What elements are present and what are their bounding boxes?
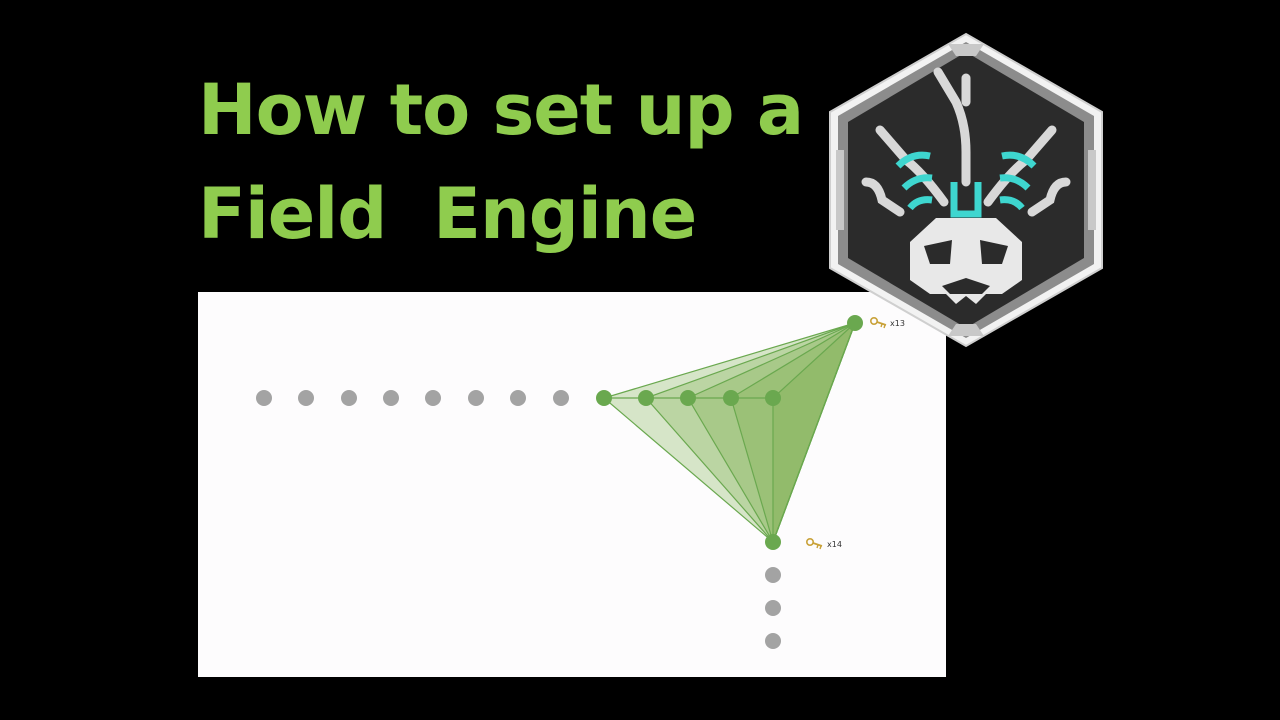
portal-gray bbox=[553, 390, 569, 406]
portal-gray bbox=[468, 390, 484, 406]
portal-green bbox=[723, 390, 739, 406]
anchor-bottom-keys-label: x14 bbox=[827, 540, 842, 549]
green-portals-row bbox=[596, 390, 781, 406]
link-line bbox=[772, 322, 856, 543]
portal-gray bbox=[256, 390, 272, 406]
portal-gray bbox=[341, 390, 357, 406]
portal-green bbox=[765, 390, 781, 406]
portal-green bbox=[680, 390, 696, 406]
anchor-portal-top bbox=[847, 315, 863, 331]
portal-gray bbox=[765, 567, 781, 583]
portal-green bbox=[638, 390, 654, 406]
anchor-portal-bottom bbox=[765, 534, 781, 550]
portal-gray bbox=[765, 633, 781, 649]
key-icon bbox=[869, 316, 887, 329]
diagram-panel: x13 x14 bbox=[198, 292, 946, 677]
portal-gray bbox=[383, 390, 399, 406]
portal-gray bbox=[425, 390, 441, 406]
title-line-2: Field Engine bbox=[198, 173, 697, 255]
portal-green bbox=[596, 390, 612, 406]
title-line-1: How to set up a bbox=[198, 69, 804, 151]
field-diagram: x13 x14 bbox=[256, 315, 905, 649]
gray-portals-left bbox=[256, 390, 569, 406]
anchor-top-keys-label: x13 bbox=[890, 319, 905, 328]
key-icon bbox=[805, 537, 823, 550]
page-title: How to set up a Field Engine bbox=[198, 58, 804, 266]
fields-layer bbox=[602, 321, 857, 544]
gray-portals-below bbox=[765, 567, 781, 649]
portal-gray bbox=[765, 600, 781, 616]
portal-gray bbox=[298, 390, 314, 406]
portal-gray bbox=[510, 390, 526, 406]
engineer-badge-icon bbox=[829, 32, 1103, 348]
